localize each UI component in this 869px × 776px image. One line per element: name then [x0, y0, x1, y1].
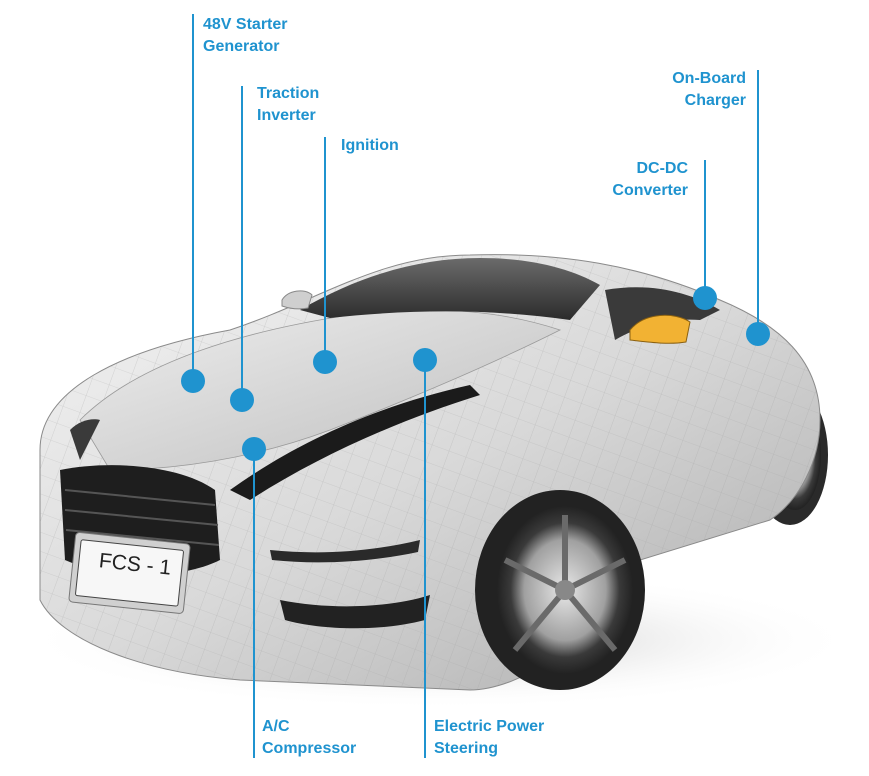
license-plate: [68, 532, 191, 614]
windshield: [300, 258, 600, 320]
callout-dot-electric-power-steering: [413, 348, 437, 372]
callout-dot-ac-compressor: [242, 437, 266, 461]
fog-light-strip: [270, 540, 420, 563]
grille-slats: [64, 489, 220, 546]
left-mirror: [281, 290, 313, 310]
front-wheel: [475, 490, 645, 690]
callout-dot-traction-inverter: [230, 388, 254, 412]
callout-dot-starter-generator: [181, 369, 205, 393]
lower-intake: [280, 595, 430, 629]
callout-layer: [181, 14, 770, 758]
callout-dot-on-board-charger: [746, 322, 770, 346]
headlight-strip: [230, 385, 480, 500]
left-headlight: [70, 419, 100, 460]
side-mirror: [629, 314, 691, 344]
label-ignition: Ignition: [341, 137, 399, 154]
callout-dot-ignition: [313, 350, 337, 374]
callout-dot-dc-dc-converter: [693, 286, 717, 310]
